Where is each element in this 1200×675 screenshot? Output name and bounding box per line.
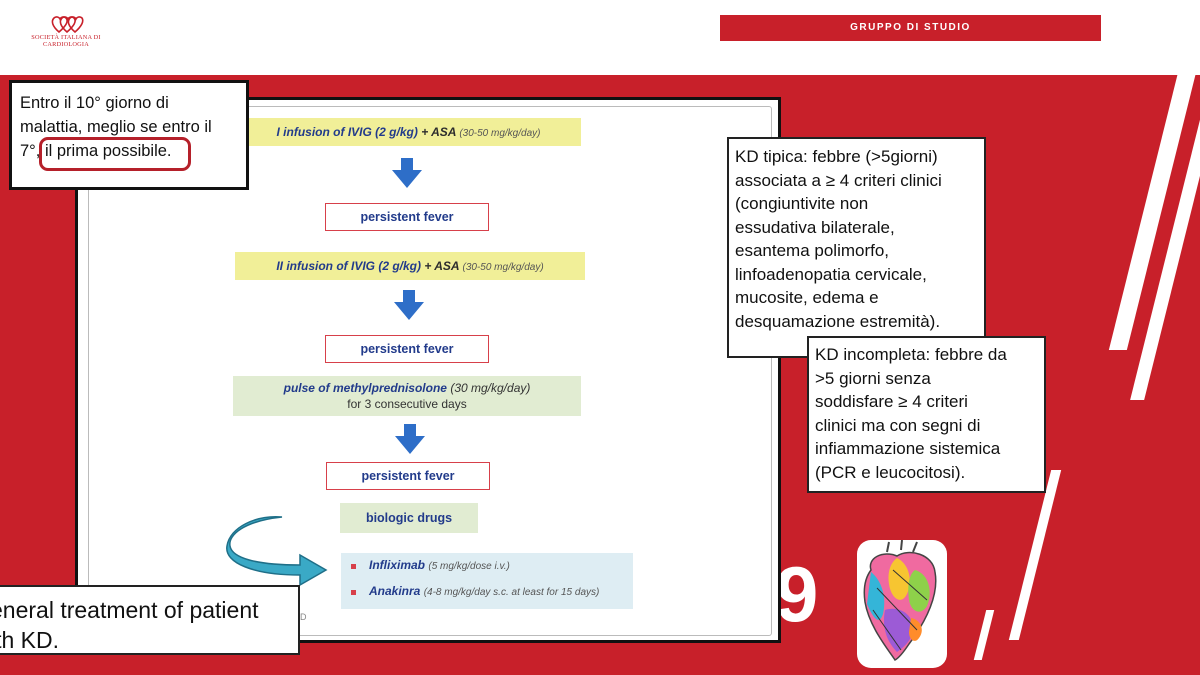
ivig-step-2-main: II infusion of IVIG (2 g/kg) (276, 259, 422, 273)
bullet-icon (351, 564, 356, 569)
drug-dose: (5 mg/kg/dose i.v.) (428, 561, 510, 572)
drug-item: Anakinra (4-8 mg/kg/day s.c. at least fo… (369, 584, 599, 598)
timing-line-1: Entro il 10° giorno di (20, 94, 169, 112)
typical-kd-note: KD tipica: febbre (>5giorni) associata a… (727, 137, 986, 358)
typical-line: mucosite, edema e (735, 288, 879, 307)
arrow-down-icon (392, 158, 422, 188)
typical-line: associata a ≥ 4 criteri clinici (735, 170, 942, 190)
timing-line-3b: il prima possibile. (44, 142, 172, 160)
typical-line: esantema polimorfo, (735, 241, 890, 260)
incomplete-kd-note: KD incompleta: febbre da >5 giorni senza… (807, 336, 1046, 493)
flowchart-footnote: D (300, 612, 307, 622)
highlight-circle (39, 137, 191, 171)
hearts-logo-icon (51, 16, 84, 34)
methylprednisolone-dose: (30 mg/kg/day) (450, 381, 531, 395)
logo-text: SOCIETÀ ITALIANA DI CARDIOLOGIA (31, 34, 101, 48)
ivig-step-2-dose: (30-50 mg/kg/day) (462, 262, 544, 273)
caption-line-1: eneral treatment of patient (0, 597, 259, 623)
curved-arrow-icon (226, 516, 328, 587)
ivig-step-1-main: I infusion of IVIG (2 g/kg) (276, 125, 418, 139)
ivig-step-1-dose: (30-50 mg/kg/day) (459, 128, 541, 139)
methylprednisolone-step: pulse of methylprednisolone (30 mg/kg/da… (233, 376, 581, 416)
page-title: CARDIOPATIE CONGENITE E PREVENZIONE CARD… (160, 49, 977, 70)
typical-line: essudativa bilaterale, (735, 217, 895, 237)
methylprednisolone-main: pulse of methylprednisolone (283, 381, 447, 395)
incomplete-line: >5 giorni senza (815, 368, 931, 388)
timing-line-3: 7°, il prima possibile. (20, 139, 238, 163)
incomplete-line: KD incompleta: febbre da (815, 345, 1007, 364)
anatomical-heart-icon (863, 539, 937, 661)
persistent-fever-2: persistent fever (325, 335, 489, 363)
caption-line-2: ith KD. (0, 627, 60, 653)
persistent-fever-3: persistent fever (326, 462, 490, 490)
flowchart-inner (88, 106, 772, 636)
drug-name: Anakinra (369, 584, 421, 598)
incomplete-line: clinici ma con segni di (815, 415, 981, 435)
drug-dose: (4-8 mg/kg/day s.c. at least for 15 days… (423, 587, 600, 598)
biologic-drugs: biologic drugs (340, 503, 478, 533)
methylprednisolone-duration: for 3 consecutive days (347, 397, 467, 411)
timing-line-2: malattia, meglio se entro il (20, 118, 212, 136)
incomplete-line: (PCR e leucocitosi). (815, 462, 966, 482)
typical-line: (congiuntivite non (735, 194, 869, 213)
drug-name: Infliximab (369, 558, 426, 572)
heart-illustration (857, 539, 947, 668)
drug-list: Infliximab (5 mg/kg/dose i.v.) Anakinra … (341, 553, 633, 609)
bullet-icon (351, 590, 356, 595)
incomplete-line: soddisfare ≥ 4 criteri (815, 392, 968, 411)
arrow-down-icon (395, 424, 425, 454)
ivig-step-2-plus: + (424, 259, 432, 273)
typical-line: linfoadenopatia cervicale, (735, 264, 927, 284)
incomplete-line: infiammazione sistemica (815, 439, 1001, 458)
typical-line: desquamazione estremità). (735, 311, 941, 331)
sic-logo: SOCIETÀ ITALIANA DI CARDIOLOGIA (8, 10, 123, 48)
arrow-down-icon (394, 290, 424, 320)
ivig-step-1-plus: + (421, 125, 429, 139)
ivig-step-1-asa: ASA (431, 125, 456, 139)
timing-line-3a: 7°, (20, 142, 45, 160)
timing-note: Entro il 10° giorno di malattia, meglio … (9, 80, 249, 190)
typical-line: KD tipica: febbre (>5giorni) (735, 147, 938, 166)
ivig-step-2-asa: ASA (434, 259, 460, 273)
group-label: GRUPPO DI STUDIO (720, 15, 1101, 41)
drug-item: Infliximab (5 mg/kg/dose i.v.) (369, 558, 510, 572)
ivig-step-2: II infusion of IVIG (2 g/kg) + ASA (30-5… (235, 252, 585, 280)
ivig-step-1: I infusion of IVIG (2 g/kg) + ASA (30-50… (236, 118, 581, 146)
decor-digit: 9 (775, 550, 819, 638)
caption-box: eneral treatment of patient ith KD. (0, 585, 300, 655)
persistent-fever-1: persistent fever (325, 203, 489, 231)
